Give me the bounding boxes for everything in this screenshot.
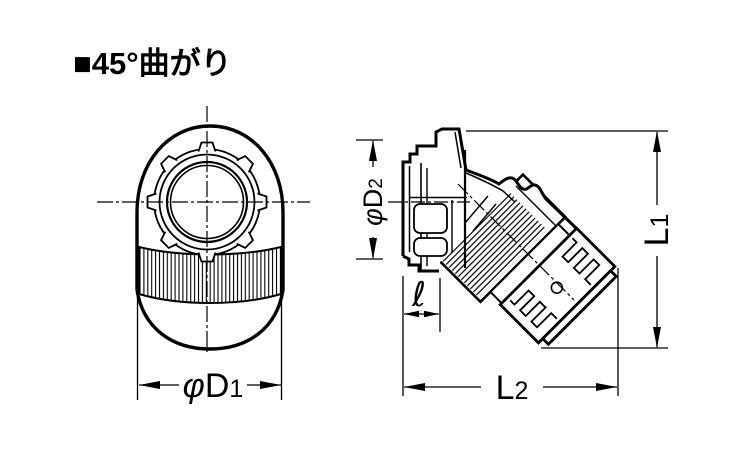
page-title: ■45°曲がり: [73, 46, 232, 81]
arrowhead: [653, 131, 661, 152]
arrowhead: [139, 381, 160, 389]
arrowhead: [653, 327, 661, 348]
grip-crenellation-bottom: [509, 289, 558, 329]
dim-l2: L2: [404, 268, 619, 407]
elbow-arm: [436, 172, 619, 347]
dim-d2-label: φD2: [358, 178, 388, 226]
socket-details: [408, 131, 516, 270]
dim-d2: φD2: [356, 139, 388, 260]
side-view: φD2 ℓ L2 L1: [356, 127, 676, 407]
nut-edge-line: [513, 183, 557, 227]
dim-d1-label: φD1: [183, 367, 244, 405]
dim-l1-label: L1: [638, 214, 676, 247]
arrowhead: [404, 383, 425, 391]
body-fill: [403, 129, 546, 271]
dim-l-label: ℓ: [411, 275, 426, 315]
dim-l2-label: L2: [496, 369, 529, 407]
arrowhead: [404, 310, 419, 318]
wall-inner-line: [465, 172, 516, 203]
front-view: φD1: [97, 106, 310, 405]
dome-outline: [135, 124, 285, 290]
body-outline-bottom: [402, 254, 439, 273]
bend-detail-line: [464, 195, 489, 224]
bend-detail-line: [472, 203, 497, 232]
arrowhead: [260, 381, 281, 389]
arrowhead: [369, 140, 377, 161]
dim-d1: φD1: [136, 293, 283, 405]
dim-l: ℓ: [402, 275, 441, 396]
body-bottom-outline: [135, 289, 285, 351]
socket-rib: [413, 237, 448, 257]
end-ring: [540, 268, 619, 347]
arrowhead: [424, 310, 439, 318]
nut-ribs: [442, 192, 547, 298]
grip-crenellation-top: [561, 237, 601, 286]
arrowhead: [369, 238, 377, 259]
socket-rib: [413, 203, 448, 234]
center-line-diagonal: [457, 183, 575, 301]
dim-l1: L1: [466, 130, 676, 349]
latch-inner-line: [454, 131, 462, 169]
arrowhead: [596, 383, 617, 391]
